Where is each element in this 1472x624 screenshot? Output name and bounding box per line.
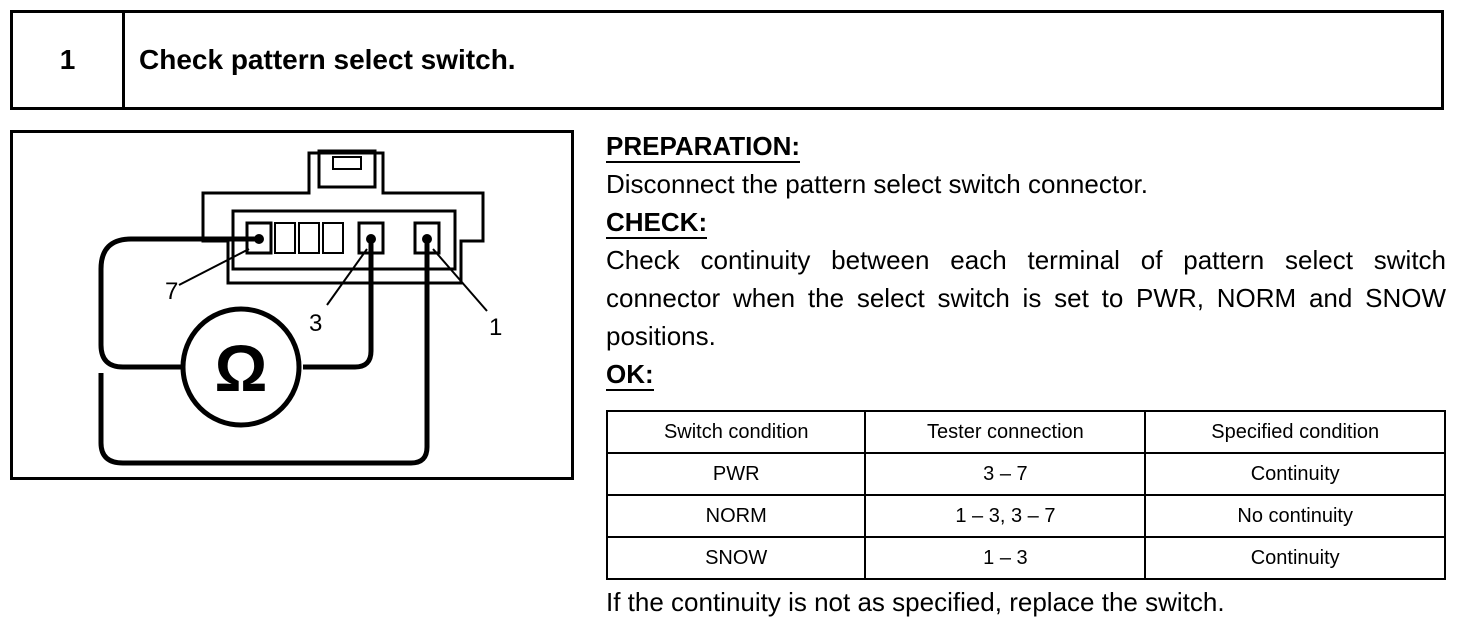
check-heading: CHECK: bbox=[606, 207, 708, 239]
table-cell: No continuity bbox=[1144, 494, 1446, 538]
table-cell: Continuity bbox=[1144, 452, 1446, 496]
table-row: SNOW 1 – 3 Continuity bbox=[605, 536, 1446, 580]
table-cell: 3 – 7 bbox=[864, 452, 1147, 496]
ohmmeter-symbol: Ω bbox=[215, 331, 268, 405]
terminal-label-7: 7 bbox=[165, 278, 178, 305]
table-header-cell: Switch condition bbox=[605, 410, 867, 454]
terminal-label-3: 3 bbox=[309, 310, 322, 337]
procedure-text: PREPARATION: Disconnect the pattern sele… bbox=[606, 127, 1446, 393]
probe-wire-1 bbox=[98, 239, 430, 466]
step-title: Check pattern select switch. bbox=[139, 44, 516, 75]
terminal-label-1: 1 bbox=[489, 314, 502, 341]
preparation-text: Disconnect the pattern select switch con… bbox=[606, 169, 1148, 199]
terminal-slots bbox=[245, 221, 441, 255]
ohmmeter-icon bbox=[180, 306, 302, 428]
connector-housing bbox=[201, 151, 485, 285]
table-cell: NORM bbox=[605, 494, 867, 538]
table-cell: PWR bbox=[605, 452, 867, 496]
probe-wire-7 bbox=[98, 236, 259, 370]
table-cell: 1 – 3 bbox=[864, 536, 1147, 580]
footer-note: If the continuity is not as specified, r… bbox=[606, 587, 1225, 617]
specification-table: Switch condition Tester connection Speci… bbox=[605, 410, 1446, 580]
connector-latch-slot bbox=[332, 156, 362, 170]
probe-wire-3 bbox=[303, 239, 374, 370]
table-row: NORM 1 – 3, 3 – 7 No continuity bbox=[605, 494, 1446, 538]
connector-latch bbox=[317, 149, 377, 189]
step-number: 1 bbox=[13, 13, 125, 107]
table-cell: SNOW bbox=[605, 536, 867, 580]
step-header: 1 Check pattern select switch. bbox=[10, 10, 1444, 110]
preparation-heading: PREPARATION: bbox=[606, 131, 801, 163]
leader-line-7 bbox=[178, 248, 250, 286]
table-header-row: Switch condition Tester connection Speci… bbox=[605, 410, 1446, 454]
table-cell: 1 – 3, 3 – 7 bbox=[864, 494, 1147, 538]
table-row: PWR 3 – 7 Continuity bbox=[605, 452, 1446, 496]
leader-line-1 bbox=[432, 248, 488, 312]
connector-diagram-svg: Ω 7 3 1 bbox=[98, 149, 502, 466]
table-cell: Continuity bbox=[1144, 536, 1446, 580]
connector-diagram: Ω 7 3 1 bbox=[10, 130, 574, 480]
table-header-cell: Specified condition bbox=[1144, 410, 1446, 454]
ok-heading: OK: bbox=[606, 359, 654, 391]
check-text: Check continuity between each terminal o… bbox=[606, 245, 1446, 351]
leader-line-3 bbox=[326, 248, 368, 306]
table-header-cell: Tester connection bbox=[864, 410, 1147, 454]
